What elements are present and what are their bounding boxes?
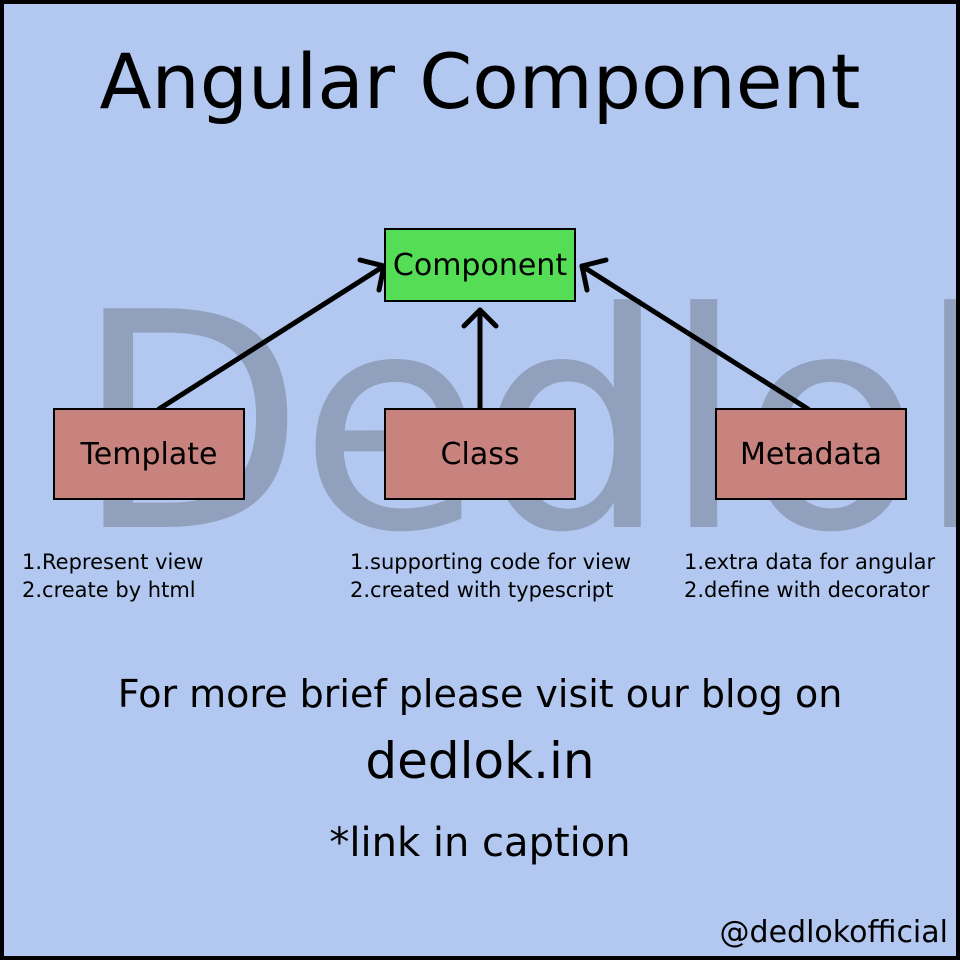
caption-note: *link in caption [329,820,631,866]
template-note-2: 2.create by html [22,578,196,602]
metadata-note-2: 2.define with decorator [684,578,930,602]
blog-invite-text: For more brief please visit our blog on [117,672,843,716]
arrow-template-to-component [156,263,387,412]
metadata-notes: 1.extra data for angular 2.define with d… [684,548,935,604]
diagram-arrows [156,257,811,412]
metadata-box: Metadata [715,408,907,500]
social-handle[interactable]: @dedlokofficial [719,915,948,950]
class-notes: 1.supporting code for view 2.created wit… [350,548,631,604]
arrow-metadata-to-component [579,263,811,412]
page-title: Angular Component [99,37,861,126]
class-note-1: 1.supporting code for view [350,550,632,574]
template-notes: 1.Represent view 2.create by html [22,548,203,604]
arrowhead-class [461,307,499,329]
arrowhead-metadata [579,257,609,293]
template-note-1: 1.Represent view [22,550,204,574]
class-box: Class [384,408,576,500]
component-box: Component [384,228,576,302]
blog-link[interactable]: dedlok.in [365,732,595,790]
metadata-note-1: 1.extra data for angular [684,550,936,574]
template-box: Template [53,408,245,500]
class-note-2: 2.created with typescript [350,578,614,602]
